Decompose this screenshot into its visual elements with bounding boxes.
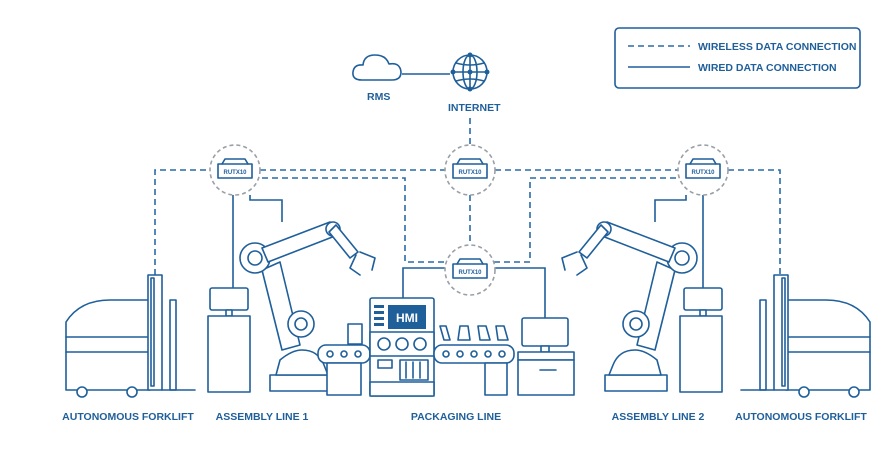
legend-box <box>614 27 861 89</box>
router-right: RUTX10 <box>677 144 729 196</box>
legend-wired-label: WIRED DATA CONNECTION <box>698 62 837 74</box>
router-center-top-label: RUTX10 <box>458 170 482 176</box>
assembly-line-1-label: ASSEMBLY LINE 1 <box>216 411 309 423</box>
router-center-top: RUTX10 <box>444 144 496 196</box>
internet-globe-icon <box>450 52 490 92</box>
forklift-left-label: AUTONOMOUS FORKLIFT <box>62 411 194 423</box>
router-right-label: RUTX10 <box>691 170 715 176</box>
router-center-bottom-label: RUTX10 <box>458 270 482 276</box>
forklift-right-label: AUTONOMOUS FORKLIFT <box>735 411 867 423</box>
rms-label: RMS <box>367 91 390 103</box>
wired-connections <box>232 195 704 318</box>
autonomous-forklift-left-icon <box>65 274 196 398</box>
router-left: RUTX10 <box>209 144 261 196</box>
conveyor-right-icon <box>433 325 515 396</box>
router-left-label: RUTX10 <box>223 170 247 176</box>
packaging-monitor-icon <box>517 317 575 396</box>
robot-arm-left-icon <box>239 221 376 392</box>
robot-arm-right-icon <box>561 221 698 392</box>
assembly-line-2-terminal-icon <box>679 287 723 393</box>
hmi-machine-icon: HMI <box>369 297 435 397</box>
legend: WIRELESS DATA CONNECTION WIRED DATA CONN… <box>614 27 861 89</box>
packaging-line-label: PACKAGING LINE <box>411 411 501 423</box>
rms-cloud-icon <box>352 54 402 81</box>
router-center-bottom: RUTX10 <box>444 244 496 296</box>
assembly-line-2-label: ASSEMBLY LINE 2 <box>612 411 705 423</box>
conveyor-left-icon <box>317 323 371 396</box>
autonomous-forklift-right-icon <box>740 274 871 398</box>
legend-wireless-label: WIRELESS DATA CONNECTION <box>698 41 856 53</box>
internet-label: INTERNET <box>448 102 501 114</box>
assembly-line-1-terminal-icon <box>207 287 251 393</box>
wireless-connections <box>154 118 781 275</box>
hmi-label: HMI <box>396 311 418 325</box>
